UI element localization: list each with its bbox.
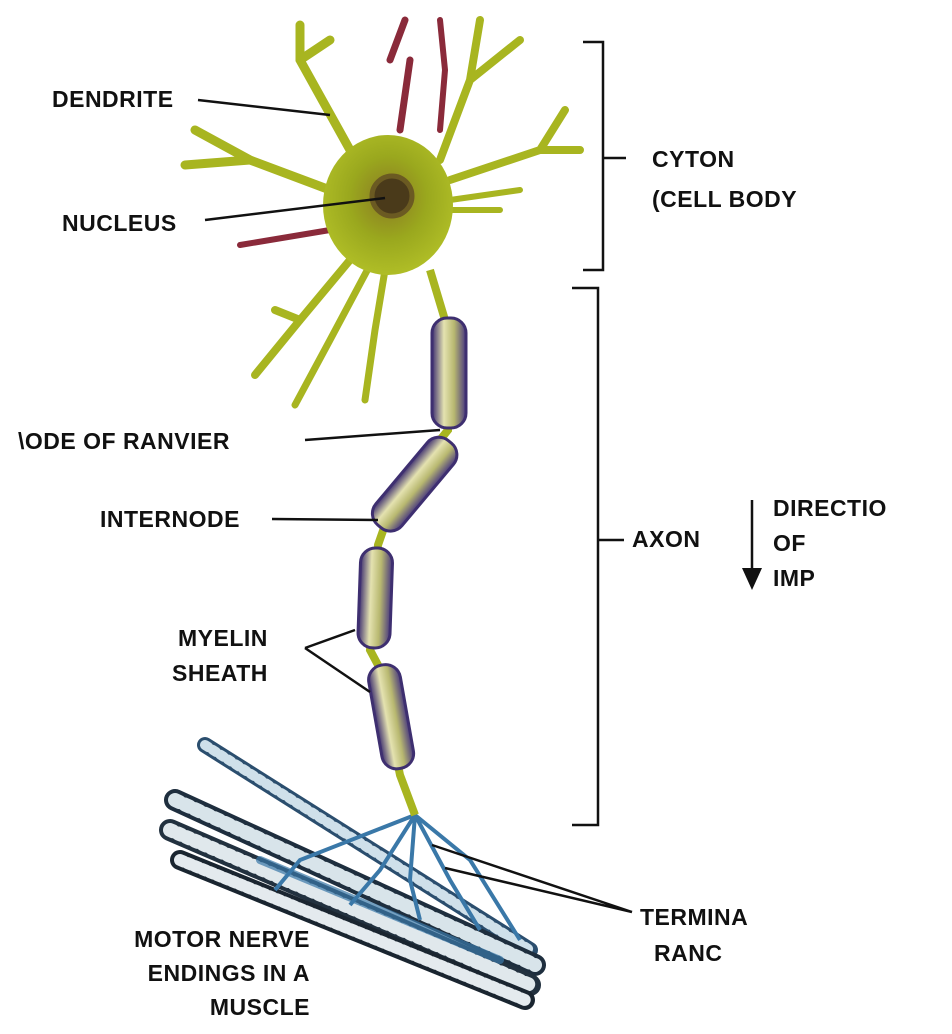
label-muscle: MUSCLE <box>209 994 310 1020</box>
label-axon: AXON <box>632 526 701 552</box>
terminal-branches <box>273 813 522 942</box>
label-branches: RANC <box>654 940 723 966</box>
muscle-fibers <box>159 737 546 1010</box>
label-cell-body: (CELL BODY <box>652 186 798 212</box>
label-nucleus: NUCLEUS <box>62 210 177 236</box>
label-of: OF <box>773 530 806 556</box>
label-terminal: TERMINA <box>640 904 749 930</box>
label-endings-in-a: ENDINGS IN A <box>147 960 310 986</box>
label-motor-nerve: MOTOR NERVE <box>134 926 310 952</box>
label-cyton: CYTON <box>652 146 735 172</box>
myelin-sheath-segments <box>356 316 468 771</box>
label-internode: INTERNODE <box>100 506 240 532</box>
leader-lines <box>197 40 754 914</box>
dendrites <box>180 16 584 409</box>
label-dendrite: DENDRITE <box>52 86 174 112</box>
label-node-of-ranvier: \ODE OF RANVIER <box>18 428 230 454</box>
label-direction: DIRECTIO <box>773 495 887 521</box>
direction-arrow-icon <box>742 568 762 590</box>
nucleus-shape <box>369 173 415 219</box>
label-myelin: MYELIN <box>178 625 268 651</box>
label-sheath: SHEATH <box>172 660 268 686</box>
label-imp: IMP <box>773 565 816 591</box>
